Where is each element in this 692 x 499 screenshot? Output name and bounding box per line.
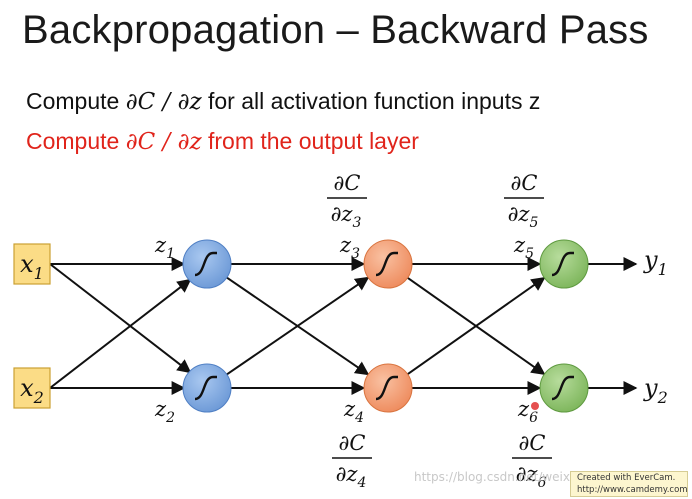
network-edges (49, 257, 638, 395)
neuron-2 (182, 363, 232, 413)
edge-l2-2-l3-1 (407, 277, 546, 375)
evercam-line-2: http://www.camdemy.com (577, 485, 688, 495)
instruction-line-2: Compute ∂C / ∂z from the output layer (26, 128, 419, 155)
gradient-numerator-3: ∂C (339, 431, 366, 455)
watermark-text: https://blog.csdn.net/weixin_... (414, 470, 599, 484)
sigmoid-icon (375, 251, 398, 277)
line1-text-start: Compute (26, 88, 126, 114)
edge-x1-n2 (49, 263, 192, 374)
sigmoid-icon (551, 375, 574, 401)
sigmoid-icon (194, 251, 217, 277)
sigmoid-icon (194, 375, 217, 401)
line1-text-end: for all activation function inputs z (201, 88, 541, 114)
line2-text-start: Compute (26, 128, 126, 154)
input-box-2 (13, 367, 51, 409)
gradient-numerator-1: ∂C (334, 171, 361, 195)
output-label-2: y2 (643, 374, 668, 407)
z-label-5: z5 (513, 233, 534, 262)
line1-math: ∂C / ∂z (125, 89, 202, 115)
gradient-numerator-2: ∂C (511, 171, 538, 195)
neuron-4 (363, 363, 413, 413)
z-label-6: z6 (517, 397, 538, 426)
gradient-numerator-4: ∂C (519, 431, 546, 455)
network-nodes (13, 239, 589, 413)
gradient-denominator-4: ∂z6 (516, 462, 547, 491)
edge-l1-2-l2-1 (226, 276, 370, 376)
input-box-1 (13, 243, 51, 285)
input-label-1: x1 (20, 250, 44, 283)
gradient-denominator-2: ∂z5 (508, 202, 539, 231)
z-label-4: z4 (343, 397, 364, 426)
line2-math: ∂C / ∂z (125, 129, 202, 155)
edge-x2-n1 (49, 278, 192, 389)
gradient-denominator-1: ∂z3 (331, 202, 362, 231)
sigmoid-icon (375, 375, 398, 401)
neuron-6 (539, 363, 589, 413)
network-labels: x1 x2 z1 z2 z3 z4 z5 z6 y1 y2 ∂C ∂z3 ∂C ∂z5 ∂C ∂z4 ∂C ∂z6 (20, 171, 668, 491)
sigmoid-icon (551, 251, 574, 277)
pointer-dot (531, 402, 539, 410)
instruction-line-1: Compute ∂C / ∂z for all activation funct… (26, 88, 540, 115)
z-label-2: z2 (154, 397, 175, 426)
evercam-badge: Created with EverCam. http://www.camdemy… (570, 471, 688, 497)
input-label-2: x2 (20, 374, 44, 407)
neuron-5 (539, 239, 589, 289)
z-label-1: z1 (154, 233, 175, 262)
line2-text-end: from the output layer (201, 128, 419, 154)
neuron-3 (363, 239, 413, 289)
evercam-line-1: Created with EverCam. (577, 473, 676, 483)
slide-title: Backpropagation – Backward Pass (22, 8, 649, 52)
gradient-denominator-3: ∂z4 (336, 462, 367, 491)
z-label-3: z3 (339, 233, 360, 262)
output-label-1: y1 (643, 246, 668, 279)
neuron-1 (182, 239, 232, 289)
